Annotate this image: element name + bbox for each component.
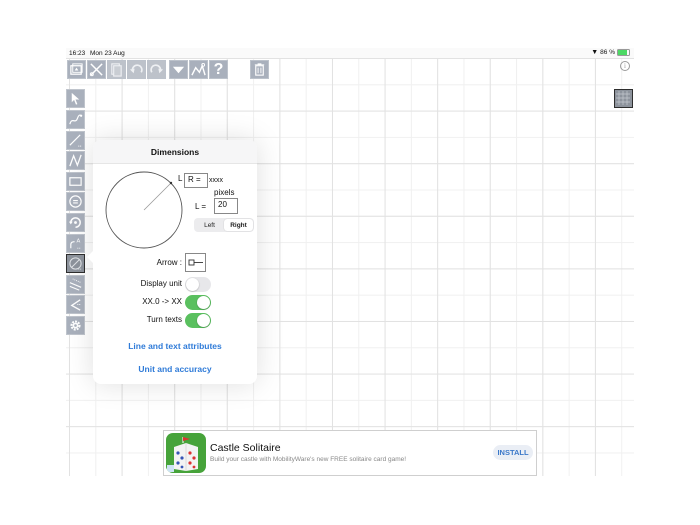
- help-button[interactable]: ?: [209, 60, 228, 79]
- battery-percent: 86 %: [600, 49, 615, 56]
- unit-label: pixels: [214, 188, 235, 197]
- arrow-style-button[interactable]: [185, 253, 206, 272]
- status-date: Mon 23 Aug: [90, 50, 125, 57]
- circle-tool[interactable]: [66, 192, 85, 211]
- rectangle-icon: [69, 177, 82, 186]
- turn-texts-toggle[interactable]: [185, 313, 211, 328]
- arrow-end-icon: [188, 259, 203, 266]
- dropdown-button[interactable]: [169, 60, 188, 79]
- parallel-lines-icon: [69, 278, 82, 291]
- ad-description: Build your castle with MobilityWare's ne…: [210, 456, 407, 463]
- line-icon: [69, 134, 83, 147]
- circle-dimension-preview: [105, 171, 183, 249]
- select-tool[interactable]: [66, 89, 85, 108]
- arc-rotate-icon: [68, 217, 81, 228]
- line-text-attributes-link[interactable]: Line and text attributes: [128, 341, 222, 351]
- undo-button[interactable]: [127, 60, 146, 79]
- chart-button[interactable]: [189, 60, 208, 79]
- r-label-box[interactable]: R =: [184, 173, 208, 188]
- angle-label-icon: A: [70, 239, 82, 249]
- parallel-lines-tool[interactable]: [66, 275, 85, 294]
- trash-icon: [254, 63, 265, 76]
- popover-arrow: [87, 251, 93, 263]
- circle-radius-icon: [69, 257, 83, 270]
- side-segmented-control[interactable]: Left Right: [194, 218, 254, 232]
- ad-choices-icon[interactable]: [167, 465, 174, 472]
- grid-toggle-button[interactable]: [614, 89, 633, 108]
- curve-icon: [69, 114, 83, 125]
- ad-title: Castle Solitaire: [210, 442, 281, 454]
- redo-button[interactable]: [147, 60, 166, 79]
- freehand-tool[interactable]: [66, 110, 85, 129]
- svg-text:A: A: [76, 239, 80, 245]
- unit-accuracy-link[interactable]: Unit and accuracy: [138, 364, 212, 374]
- question-icon: ?: [213, 60, 224, 78]
- r-value: xxxx: [209, 177, 223, 184]
- l-label: L =: [195, 202, 207, 211]
- status-indicators: ▼ 86 %: [591, 49, 630, 56]
- status-time: 16:23: [69, 50, 86, 57]
- ad-install-button[interactable]: INSTALL: [493, 445, 533, 460]
- castle-solitaire-app-icon: [166, 433, 206, 473]
- pointer-arrow-icon: [71, 92, 80, 105]
- copy-icon: [111, 63, 122, 77]
- info-icon[interactable]: i: [620, 61, 630, 71]
- angle-icon: [70, 299, 82, 311]
- settings-tool[interactable]: [66, 316, 85, 335]
- trim-decimal-toggle[interactable]: [185, 295, 211, 310]
- line-tool[interactable]: [66, 131, 85, 150]
- arrow-label: Arrow :: [156, 258, 182, 267]
- segment-left[interactable]: Left: [204, 221, 215, 229]
- redo-icon: [150, 64, 164, 74]
- angle-tool[interactable]: [66, 295, 85, 314]
- turn-texts-label: Turn texts: [146, 315, 182, 324]
- copy-button[interactable]: [107, 60, 126, 79]
- arc-tool[interactable]: [66, 213, 85, 232]
- rectangle-tool[interactable]: [66, 172, 85, 191]
- import-image-button[interactable]: [67, 60, 86, 79]
- circle-equals-icon: [69, 195, 82, 208]
- display-unit-toggle[interactable]: [185, 277, 211, 292]
- polyline-tool[interactable]: [66, 151, 85, 170]
- gear-icon: [70, 320, 81, 331]
- triangle-down-icon: [172, 66, 185, 74]
- ad-banner[interactable]: Castle Solitaire Build your castle with …: [163, 430, 537, 476]
- popover-title: Dimensions: [93, 140, 257, 164]
- dimension-tool[interactable]: [66, 254, 85, 273]
- segment-right[interactable]: Right: [224, 219, 253, 231]
- cut-button[interactable]: [87, 60, 106, 79]
- status-bar: 16:23 Mon 23 Aug ▼ 86 %: [66, 48, 634, 58]
- wifi-icon: ▼: [591, 49, 599, 56]
- l-marker: L: [178, 174, 183, 183]
- display-unit-label: Display unit: [140, 279, 182, 288]
- zigzag-icon: [69, 153, 82, 168]
- photo-import-icon: [70, 63, 83, 75]
- angle-text-tool[interactable]: A: [66, 234, 85, 253]
- scissors-icon: [89, 63, 103, 77]
- l-value-input[interactable]: 20: [214, 198, 238, 214]
- grid-icon: [616, 91, 630, 105]
- mountain-chart-icon: [191, 62, 206, 76]
- drawing-canvas[interactable]: 16:23 Mon 23 Aug ▼ 86 % ?: [66, 48, 634, 476]
- trim-decimal-label: XX.0 -> XX: [142, 297, 182, 306]
- battery-charging-icon: [617, 49, 630, 56]
- undo-icon: [129, 64, 143, 74]
- delete-button[interactable]: [250, 60, 269, 79]
- dimensions-popover: Dimensions L R = xxxx pixels L = 20 Left…: [87, 140, 257, 384]
